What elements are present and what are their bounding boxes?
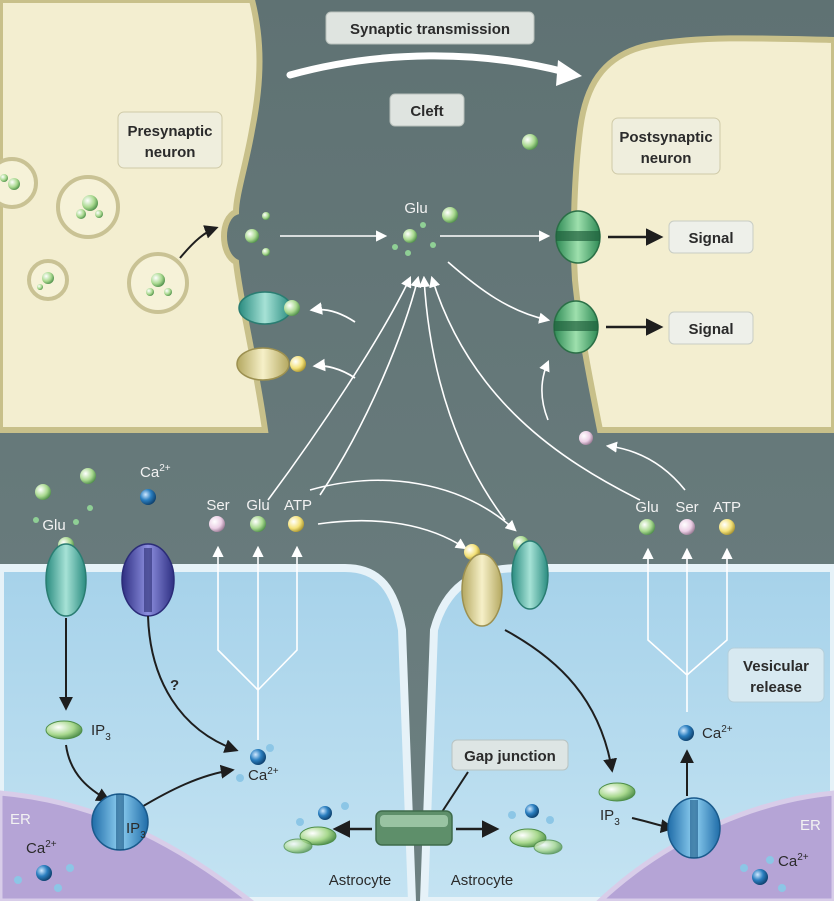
release-fork-left xyxy=(212,545,303,740)
ser-right-label: Ser xyxy=(675,499,698,516)
signal-top-box xyxy=(668,220,754,254)
atp-dot xyxy=(719,519,735,535)
cleft-label: Cleft xyxy=(410,103,443,120)
glu-mid-label: Glu xyxy=(246,497,269,514)
ip3-molecule xyxy=(45,720,83,740)
ca-top-label: Ca2+ xyxy=(140,463,171,481)
signal-bottom-box xyxy=(668,311,754,345)
gliotransmitter-arrows xyxy=(267,275,641,550)
vesicle-contents xyxy=(0,174,172,296)
ip3-molecule xyxy=(598,782,636,802)
exocytosis-arrow xyxy=(179,225,219,259)
binding-arrow xyxy=(447,261,551,324)
signal-top-label: Signal xyxy=(688,230,733,247)
ca-dot xyxy=(140,489,156,505)
ca-dot xyxy=(678,725,694,741)
gap-junction-box xyxy=(451,739,569,771)
ca-left-cyto-label: Ca2+ xyxy=(248,766,279,784)
postsynaptic-receptor-top xyxy=(555,210,601,264)
cleft-box xyxy=(389,93,465,127)
glu-release-dot xyxy=(245,229,259,243)
er-right-label: ER xyxy=(800,817,821,834)
postsynaptic-label-1: Postsynaptic xyxy=(619,129,712,146)
p2y-receptor xyxy=(461,553,503,627)
astrocyte-left-label: Astrocyte xyxy=(329,872,392,889)
atp-left-label: ATP xyxy=(284,497,312,514)
glu-dot xyxy=(639,519,655,535)
ip3-right-label: IP3 xyxy=(600,807,620,828)
ip3-er-left-label: IP3 xyxy=(126,820,146,841)
glu-cleft-label: Glu xyxy=(404,200,427,217)
atp-dot xyxy=(288,516,304,532)
vesicular-release-label-1: Vesicular xyxy=(743,658,809,675)
vesicular-release-box xyxy=(727,647,825,703)
ip3-left-label: IP3 xyxy=(91,722,111,743)
synaptic-transmission-arrow xyxy=(286,52,569,79)
gap-junction-label: Gap junction xyxy=(464,748,556,765)
postsynaptic-box xyxy=(611,117,721,175)
glu-dot xyxy=(250,516,266,532)
vesicular-release-label-2: release xyxy=(750,679,802,696)
presynaptic-label-2: neuron xyxy=(145,144,196,161)
ser-left-label: Ser xyxy=(206,497,229,514)
astrocyte-right-label: Astrocyte xyxy=(451,872,514,889)
atp-right-label: ATP xyxy=(713,499,741,516)
glu-dot xyxy=(522,134,538,150)
synaptic-transmission-box xyxy=(325,11,535,45)
synaptic-transmission-label: Synaptic transmission xyxy=(350,21,510,38)
presynaptic-receptor-yellow xyxy=(236,347,290,381)
ca-right-cyto-label: Ca2+ xyxy=(702,724,733,742)
gap-junction-channel xyxy=(375,810,453,846)
question-mark: ? xyxy=(170,677,179,694)
ca-er-right-label: Ca2+ xyxy=(778,852,809,870)
feedback-arrow xyxy=(312,358,356,379)
presynaptic-label-1: Presynaptic xyxy=(127,123,212,140)
ser-dot xyxy=(679,519,695,535)
release-fork-right xyxy=(642,547,733,712)
glu-left-label: Glu xyxy=(42,517,65,534)
mglur-receptor-right xyxy=(511,540,549,610)
glu-right-label: Glu xyxy=(635,499,658,516)
feedback-arrow xyxy=(309,302,356,323)
ca-er-left-label: Ca2+ xyxy=(26,839,57,857)
er-left-label: ER xyxy=(10,811,31,828)
presynaptic-box xyxy=(117,111,223,169)
ser-dot xyxy=(209,516,225,532)
ca-dot xyxy=(250,749,266,765)
postsynaptic-receptor-bottom xyxy=(553,300,599,354)
mglur-receptor-left xyxy=(45,543,87,617)
postsynaptic-label-2: neuron xyxy=(641,150,692,167)
presynaptic-neuron xyxy=(0,0,269,433)
ser-dot xyxy=(579,431,593,445)
presynaptic-receptor-teal xyxy=(238,291,292,325)
signal-bottom-label: Signal xyxy=(688,321,733,338)
